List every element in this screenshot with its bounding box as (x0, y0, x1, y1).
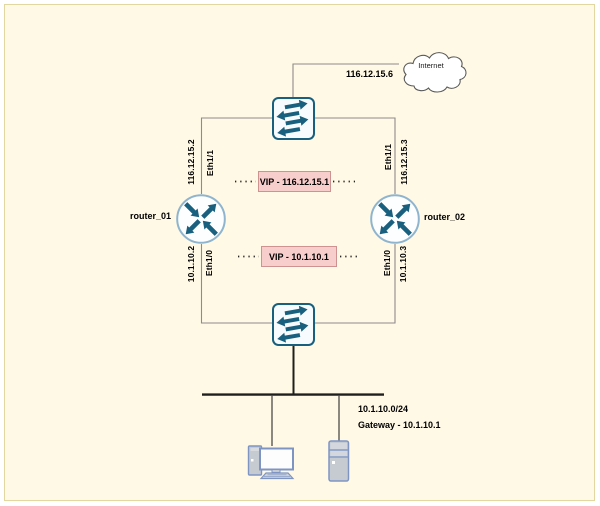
l2-switch-top-icon (272, 97, 315, 140)
router-links (200, 63, 399, 324)
router-01-wan-ip-label: 116.12.15.2 (186, 139, 196, 185)
router-02-label: router_02 (424, 212, 466, 222)
router-02-wan-ip-label: 116.12.15.3 (399, 139, 409, 185)
router-02-wan-port-label: Eth1/1 (383, 143, 393, 171)
internet-cloud-icon (403, 52, 467, 93)
desktop-computer-icon (247, 445, 295, 480)
server-icon (328, 440, 350, 482)
router-01-lan-ip-label: 10.1.10.2 (186, 245, 196, 283)
router-01-wan-port-label: Eth1/1 (205, 149, 215, 177)
vip-dotted-leaders (235, 180, 359, 258)
lan-bus-lines (202, 346, 384, 446)
internet-cloud-label: Internet (418, 61, 444, 70)
lan-gateway-label: Gateway - 10.1.10.1 (358, 420, 441, 430)
router-01-icon (176, 194, 226, 244)
router-01-label: router_01 (129, 211, 171, 221)
router-02-lan-port-label: Eth1/0 (382, 249, 392, 277)
wan-uplink-ip-label: 116.12.15.6 (345, 69, 393, 79)
l2-switch-bottom-icon (272, 303, 315, 346)
lan-subnet-label: 10.1.10.0/24 (358, 404, 409, 414)
vip-wan-box: VIP - 116.12.15.1 (258, 171, 331, 192)
vip-lan-box: VIP - 10.1.10.1 (261, 246, 337, 267)
router-02-lan-ip-label: 10.1.10.3 (398, 245, 408, 283)
router-01-lan-port-label: Eth1/0 (204, 249, 214, 277)
router-02-icon (370, 194, 420, 244)
